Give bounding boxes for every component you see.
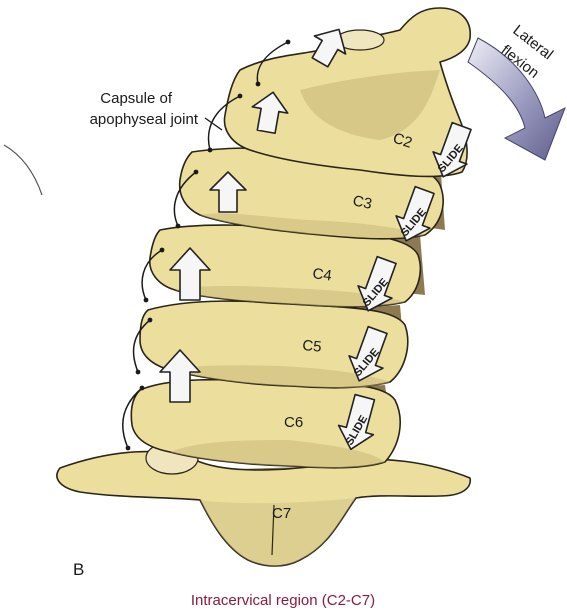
callout-label-line1: Capsule of — [100, 90, 173, 107]
vertebra-label-c6: C6 — [284, 414, 303, 431]
panel-letter: B — [73, 560, 84, 579]
callout-label-line2: apophyseal joint — [90, 111, 199, 128]
adjacent-figure-arc — [4, 145, 42, 195]
vertebra-label-c4: C4 — [311, 265, 332, 285]
vertebra-label-c5: C5 — [302, 337, 323, 356]
vertebra-label-c7: C7 — [272, 505, 291, 522]
figure-caption: Intracervical region (C2-C7) — [191, 592, 375, 609]
